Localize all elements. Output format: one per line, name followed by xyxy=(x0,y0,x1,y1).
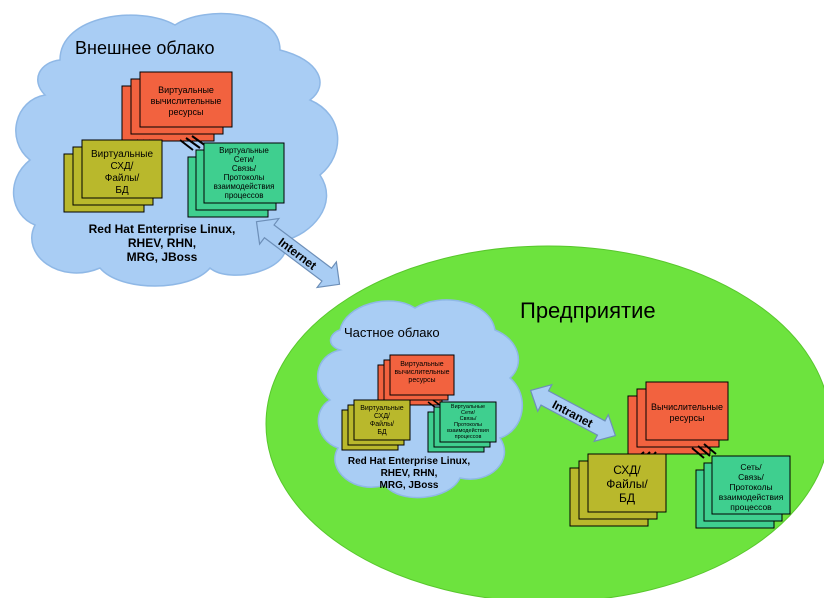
enterprise-network-stack: Сеть/ Связь/ Протоколы взаимодействия пр… xyxy=(695,455,791,529)
external-compute-label-3: ресурсы xyxy=(169,107,204,117)
private-storage-label-3: Файлы/ xyxy=(370,420,394,428)
private-platform-line-3: MRG, JBoss xyxy=(380,480,439,491)
private-network-label-2: Сети/ xyxy=(461,410,475,416)
enterprise-network-label-4: взаимодействия xyxy=(719,492,784,502)
private-network-label-6: процессов xyxy=(455,434,482,440)
external-network-label-1: Виртуальные xyxy=(219,146,269,155)
private-platform-line-1: Red Hat Enterprise Linux, xyxy=(348,456,470,467)
enterprise-storage-label-3: БД xyxy=(619,491,635,505)
private-network-label-4: Протоколы xyxy=(454,422,482,428)
private-network-label-5: взаимодействия xyxy=(447,427,489,434)
external-compute-label-2: вычислительные xyxy=(151,96,222,106)
external-compute-stack: Виртуальные вычислительные ресурсы xyxy=(121,71,233,142)
external-cloud-title: Внешнее облако xyxy=(75,38,214,58)
external-platform-line-3: MRG, JBoss xyxy=(127,250,198,264)
external-platform-line-1: Red Hat Enterprise Linux, xyxy=(89,222,236,236)
external-platform-line-2: RHEV, RHN, xyxy=(128,236,196,250)
external-network-label-4: Протоколы xyxy=(224,173,265,182)
external-compute-label-1: Виртуальные xyxy=(158,85,214,95)
private-network-label-1: Виртуальные xyxy=(451,404,485,410)
enterprise-storage-label-1: СХД/ xyxy=(613,463,641,477)
private-storage-label-2: СХД/ xyxy=(374,413,390,420)
private-compute-label-2: вычислительные xyxy=(394,369,449,376)
external-network-label-3: Связь/ xyxy=(232,164,257,173)
private-compute-stack: Виртуальные вычислительные ресурсы xyxy=(377,354,455,406)
enterprise-compute-label-1: Вычислительные xyxy=(651,402,723,412)
enterprise-compute-stack: Вычислительные ресурсы xyxy=(627,381,729,455)
private-cloud: Частное облако Виртуальные вычислительны… xyxy=(316,299,524,499)
external-network-label-2: Сети/ xyxy=(234,155,255,164)
enterprise-network-label-5: процессов xyxy=(730,502,772,512)
external-storage-stack: Виртуальные СХД/ Файлы/ БД xyxy=(63,139,163,213)
enterprise-compute-label-2: ресурсы xyxy=(670,413,705,423)
external-network-stack: Виртуальные Сети/ Связь/ Протоколы взаим… xyxy=(187,142,285,218)
private-network-label-3: Связь/ xyxy=(460,416,477,422)
private-compute-label-1: Виртуальные xyxy=(400,361,444,368)
enterprise-storage-label-2: Файлы/ xyxy=(606,477,648,491)
enterprise-network-label-2: Связь/ xyxy=(738,472,764,482)
private-cloud-title: Частное облако xyxy=(344,325,440,340)
enterprise-network-label-1: Сеть/ xyxy=(740,462,762,472)
external-storage-label-4: БД xyxy=(115,185,129,196)
private-storage-stack: Виртуальные СХД/ Файлы/ БД xyxy=(341,399,411,451)
external-network-label-5: взаимодействия xyxy=(214,182,275,191)
external-storage-label-1: Виртуальные xyxy=(91,149,153,160)
external-network-label-6: процессов xyxy=(225,191,264,200)
enterprise-network-label-3: Протоколы xyxy=(729,482,772,492)
external-storage-label-2: СХД/ xyxy=(111,161,134,172)
private-storage-label-1: Виртуальные xyxy=(360,405,404,412)
external-storage-label-3: Файлы/ xyxy=(105,173,140,184)
external-cloud: Внешнее облако Виртуальные вычислительны… xyxy=(13,12,339,287)
private-compute-label-3: ресурсы xyxy=(408,377,435,384)
private-platform-line-2: RHEV, RHN, xyxy=(381,468,438,479)
enterprise-storage-stack: СХД/ Файлы/ БД xyxy=(569,453,667,527)
private-network-stack: Виртуальные Сети/ Связь/ Протоколы взаим… xyxy=(427,401,497,453)
external-cloud-shape xyxy=(13,12,339,287)
enterprise-title: Предприятие xyxy=(520,298,656,323)
private-storage-label-4: БД xyxy=(377,429,387,436)
